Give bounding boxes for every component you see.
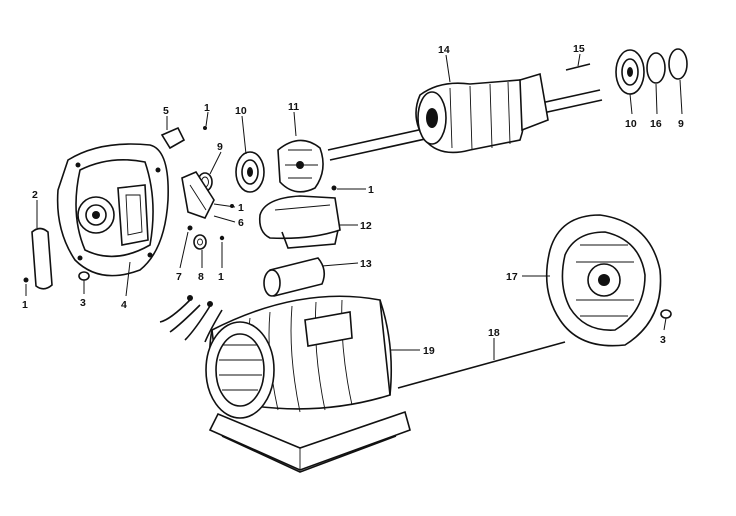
- callout-1-switch: 1: [368, 184, 374, 196]
- callout-1-left: 1: [22, 299, 28, 311]
- shaft-key: [565, 63, 591, 71]
- small-hardware: [23, 126, 337, 283]
- spacer-washer: [668, 48, 688, 80]
- through-bolt: [397, 341, 566, 389]
- callout-labels: 2 1 3 4 5 1 9 10 11 1 1 6 7 8 1 12 13 14…: [22, 43, 684, 357]
- callout-9-right: 9: [678, 118, 684, 130]
- callout-1-mid: 1: [238, 202, 244, 214]
- cover-plate: [31, 227, 53, 290]
- callout-8: 8: [198, 271, 204, 283]
- callout-11: 11: [288, 101, 299, 113]
- capacitor-cover: [258, 195, 341, 249]
- centrifugal-switch: [277, 139, 324, 193]
- stator-frame: [159, 295, 411, 473]
- callout-1-low: 1: [218, 271, 224, 283]
- callout-7: 7: [176, 271, 182, 283]
- front-end-shield: [56, 143, 169, 277]
- callout-3-left: 3: [80, 297, 86, 309]
- callout-6: 6: [238, 217, 244, 229]
- callout-12: 12: [360, 220, 372, 232]
- leader-lines: [25, 53, 683, 360]
- callout-18: 18: [488, 327, 500, 339]
- bearing-left: [235, 151, 265, 193]
- bearing-right: [615, 49, 645, 95]
- rotor: [327, 72, 603, 161]
- callout-1-top: 1: [204, 102, 210, 114]
- callout-15: 15: [573, 43, 585, 55]
- callout-9-left: 9: [217, 141, 223, 153]
- callout-5: 5: [163, 105, 169, 117]
- callout-10-left: 10: [235, 105, 247, 117]
- callout-2: 2: [32, 189, 38, 201]
- callout-19: 19: [423, 345, 435, 357]
- callout-13: 13: [360, 258, 372, 270]
- callout-10-right: 10: [625, 118, 637, 130]
- callout-16: 16: [650, 118, 662, 130]
- callout-3-right: 3: [660, 334, 666, 346]
- capacitor: [263, 257, 326, 297]
- callout-17: 17: [506, 271, 518, 283]
- wave-washer: [646, 52, 666, 84]
- rear-end-shield: [545, 214, 672, 347]
- callout-14: 14: [438, 44, 450, 56]
- callout-4: 4: [121, 299, 127, 311]
